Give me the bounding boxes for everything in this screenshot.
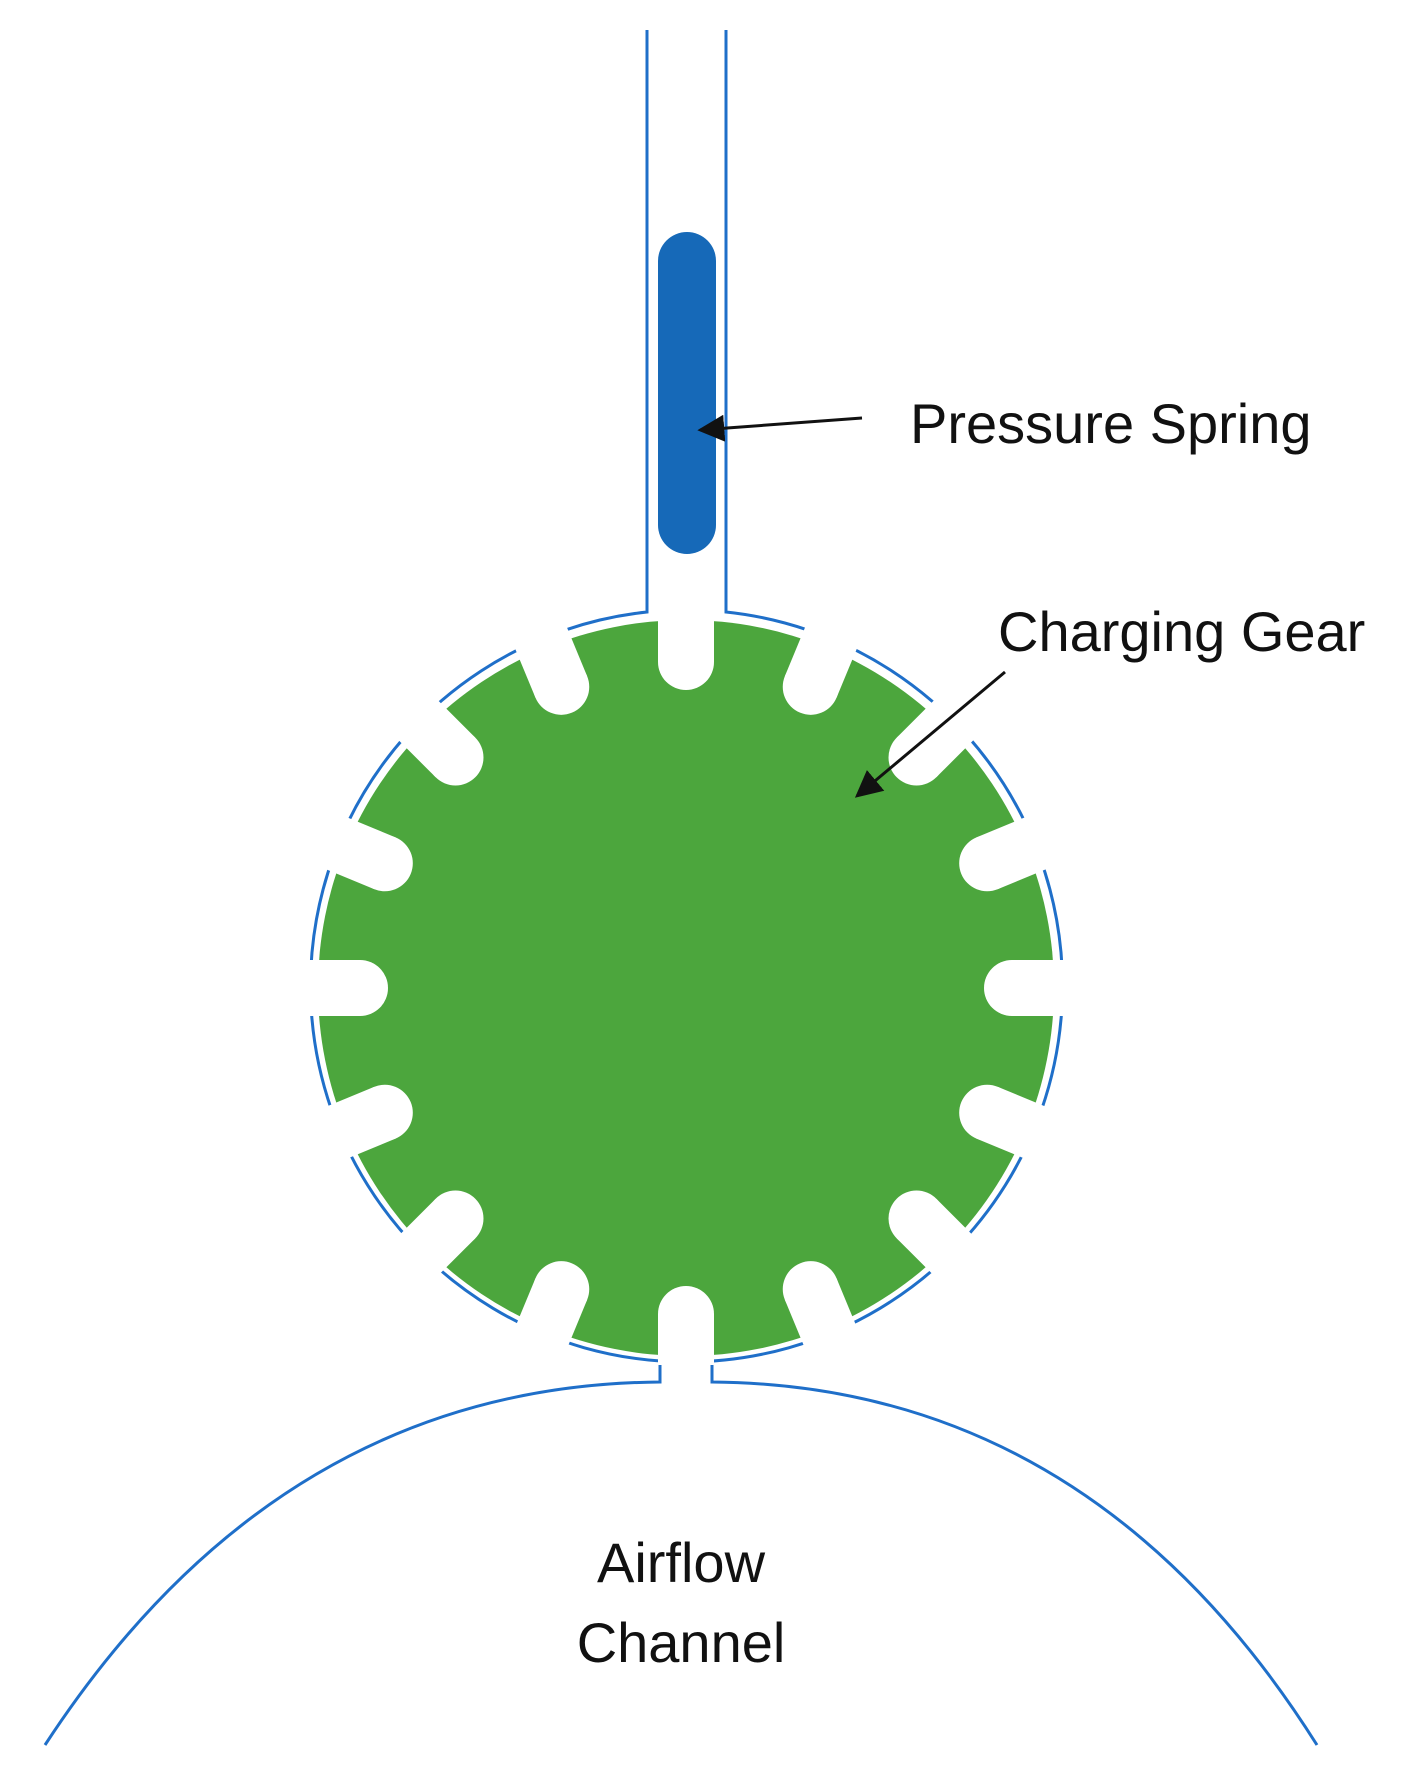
gear-slot bbox=[508, 611, 590, 715]
gear-slot bbox=[888, 1190, 986, 1288]
gear-slots bbox=[290, 592, 1082, 1384]
gear-slot bbox=[508, 1261, 590, 1365]
gear-slot bbox=[309, 810, 413, 892]
gear-slot bbox=[658, 592, 714, 690]
gear-slot bbox=[959, 810, 1063, 892]
pressure-spring-arrow bbox=[697, 414, 863, 442]
gear-slot bbox=[959, 1084, 1063, 1166]
gear-slot bbox=[386, 688, 484, 786]
gear-slot bbox=[658, 1286, 714, 1384]
charging-gear bbox=[290, 592, 1082, 1384]
airflow-channel-label-line1: Airflow bbox=[597, 1531, 766, 1594]
gear-slot bbox=[888, 688, 986, 786]
pressure-spring bbox=[658, 232, 716, 554]
gear-slot bbox=[309, 1084, 413, 1166]
gear-slot bbox=[290, 960, 388, 1016]
gear-slot bbox=[386, 1190, 484, 1288]
pressure-spring-label: Pressure Spring bbox=[910, 392, 1312, 455]
gear-slot bbox=[782, 611, 864, 715]
charging-gear-label: Charging Gear bbox=[998, 600, 1365, 663]
charging-gear-arrow bbox=[854, 670, 1006, 798]
gear-slot bbox=[782, 1261, 864, 1365]
airflow-channel-label-line2: Channel bbox=[577, 1611, 786, 1674]
airflow-channel-outline-left bbox=[43, 1365, 662, 1746]
gear-slot bbox=[984, 960, 1082, 1016]
airflow-channel-outline-right bbox=[710, 1365, 1319, 1746]
